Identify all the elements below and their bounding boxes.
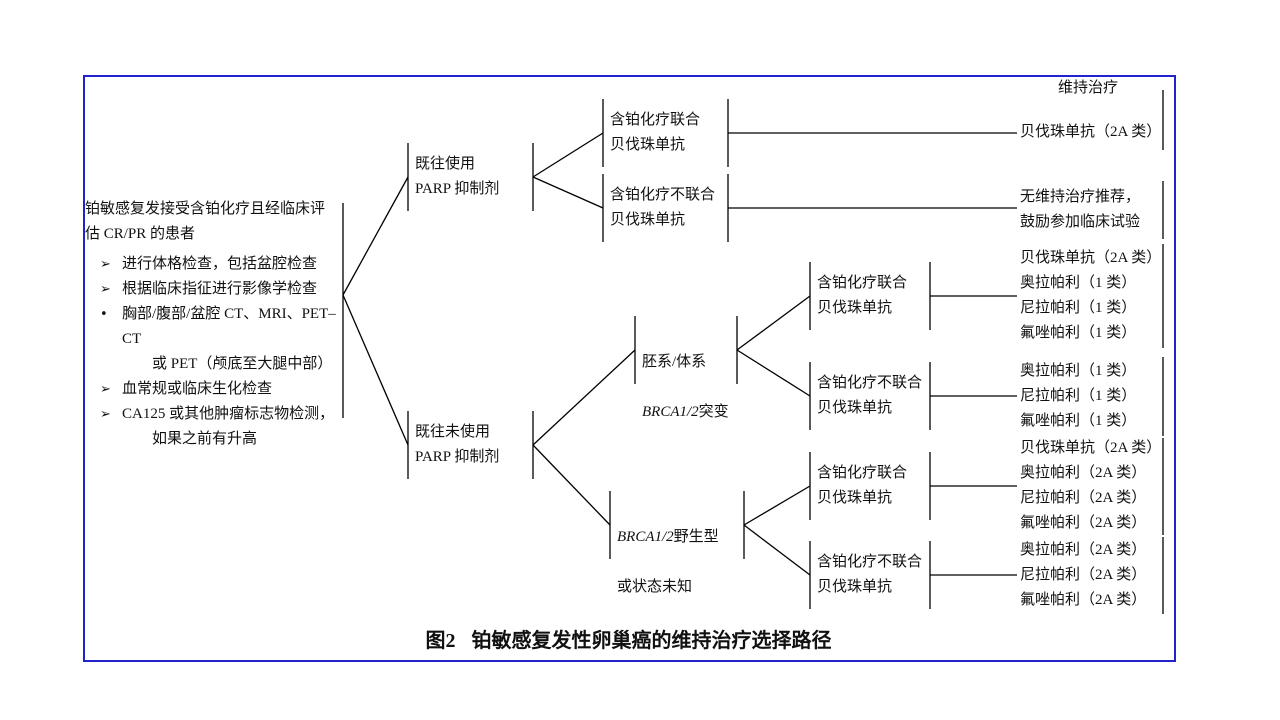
node-line: 或状态未知 [617, 579, 693, 595]
dot-bullet-icon: • [100, 307, 108, 322]
figure-number: 图2 [425, 630, 456, 652]
checklist-text: 胸部/腹部/盆腔 CT、MRI、PET–CT 或 PET（颅底至大腿中部） [122, 306, 336, 372]
node-parp-used: 既往使用 PARP 抑制剂 [415, 156, 500, 197]
therapy-option: 氟唑帕利（1 类） [1020, 325, 1137, 341]
result-group-2: 无维持治疗推荐， 鼓励参加临床试验 [1020, 185, 1170, 235]
checklist-text: 根据临床指征进行影像学检查 [122, 281, 318, 297]
node-line: 胚系/体系 [642, 354, 707, 370]
node-chemo-with-bev-parp-used: 含铂化疗联合 贝伐珠单抗 [610, 112, 701, 153]
patient-population-title: 铂敏感复发接受含铂化疗且经临床评 估 CR/PR 的患者 [85, 201, 326, 242]
arrow-bullet-icon: ➢ [100, 282, 111, 297]
checklist-item: ➢ 血常规或临床生化检查 [85, 377, 351, 402]
node-brca-wildtype: BRCA1/2野生型 或状态未知 [617, 500, 719, 625]
therapy-option: 氟唑帕利（2A 类） [1020, 592, 1147, 608]
therapy-option: 尼拉帕利（2A 类） [1020, 490, 1147, 506]
therapy-option: 无维持治疗推荐， [1020, 189, 1141, 205]
therapy-option: 氟唑帕利（1 类） [1020, 413, 1137, 429]
arrow-bullet-icon: ➢ [100, 257, 111, 272]
therapy-option: 贝伐珠单抗（2A 类） [1020, 250, 1162, 266]
therapy-option: 奥拉帕利（1 类） [1020, 275, 1137, 291]
checklist-item: ➢ 进行体格检查，包括盆腔检查 [85, 252, 351, 277]
node-chemo-without-bev-brca-wt: 含铂化疗不联合 贝伐珠单抗 [817, 554, 923, 595]
checklist-item: • 胸部/腹部/盆腔 CT、MRI、PET–CT 或 PET（颅底至大腿中部） [85, 302, 351, 377]
checklist-text: 进行体格检查，包括盆腔检查 [122, 256, 318, 272]
figure-caption: 图2 铂敏感复发性卵巢癌的维持治疗选择路径 [83, 624, 1174, 653]
gene-name: BRCA1/2 [617, 529, 674, 545]
result-group-1: 贝伐珠单抗（2A 类） [1020, 120, 1170, 145]
arrow-bullet-icon: ➢ [100, 382, 111, 397]
checklist-text: 血常规或临床生化检查 [122, 381, 273, 397]
therapy-option: 尼拉帕利（1 类） [1020, 388, 1137, 404]
node-brca-mutation: 胚系/体系 BRCA1/2突变 [642, 325, 729, 450]
node-chemo-without-bev-parp-used: 含铂化疗不联合 贝伐珠单抗 [610, 187, 716, 228]
maintenance-column-header: 维持治疗 [1057, 80, 1118, 96]
node-line: BRCA1/2野生型 [617, 529, 719, 545]
therapy-option: 鼓励参加临床试验 [1020, 214, 1141, 230]
result-group-4: 奥拉帕利（1 类） 尼拉帕利（1 类） 氟唑帕利（1 类） [1020, 359, 1170, 434]
checklist-text: CA125 或其他肿瘤标志物检测， 如果之前有升高 [122, 406, 335, 447]
checklist-item: ➢ CA125 或其他肿瘤标志物检测， 如果之前有升高 [85, 402, 351, 452]
node-chemo-with-bev-brca-wt: 含铂化疗联合 贝伐珠单抗 [817, 465, 908, 506]
node-chemo-with-bev-brca-mut: 含铂化疗联合 贝伐珠单抗 [817, 275, 908, 316]
therapy-option: 贝伐珠单抗（2A 类） [1020, 124, 1162, 140]
therapy-option: 奥拉帕利（2A 类） [1020, 542, 1147, 558]
therapy-option: 尼拉帕利（2A 类） [1020, 567, 1147, 583]
node-line: BRCA1/2突变 [642, 404, 729, 420]
therapy-option: 奥拉帕利（1 类） [1020, 363, 1137, 379]
patient-criteria-box: 铂敏感复发接受含铂化疗且经临床评 估 CR/PR 的患者 ➢ 进行体格检查，包括… [85, 197, 351, 452]
node-parp-naive: 既往未使用 PARP 抑制剂 [415, 424, 500, 465]
figure-title: 铂敏感复发性卵巢癌的维持治疗选择路径 [471, 630, 832, 652]
result-group-5: 贝伐珠单抗（2A 类） 奥拉帕利（2A 类） 尼拉帕利（2A 类） 氟唑帕利（2… [1020, 436, 1170, 536]
arrow-bullet-icon: ➢ [100, 407, 111, 422]
result-group-3: 贝伐珠单抗（2A 类） 奥拉帕利（1 类） 尼拉帕利（1 类） 氟唑帕利（1 类… [1020, 246, 1170, 346]
therapy-option: 奥拉帕利（2A 类） [1020, 465, 1147, 481]
node-chemo-without-bev-brca-mut: 含铂化疗不联合 贝伐珠单抗 [817, 375, 923, 416]
gene-name: BRCA1/2 [642, 404, 699, 420]
checklist-item: ➢ 根据临床指征进行影像学检查 [85, 277, 351, 302]
result-group-6: 奥拉帕利（2A 类） 尼拉帕利（2A 类） 氟唑帕利（2A 类） [1020, 538, 1170, 613]
therapy-option: 尼拉帕利（1 类） [1020, 300, 1137, 316]
therapy-option: 贝伐珠单抗（2A 类） [1020, 440, 1162, 456]
therapy-option: 氟唑帕利（2A 类） [1020, 515, 1147, 531]
